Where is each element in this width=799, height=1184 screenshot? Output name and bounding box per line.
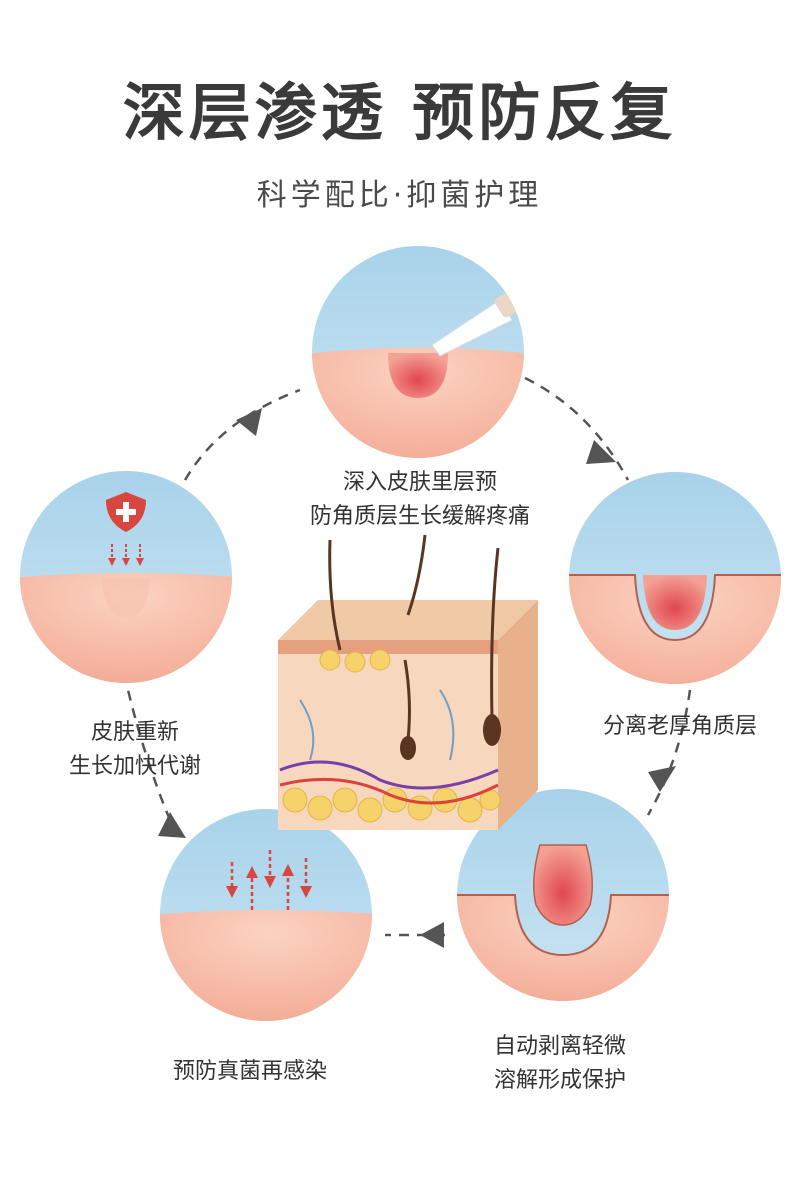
step-1-label: 深入皮肤里层预 防角质层生长缓解疼痛 [309, 470, 530, 529]
step-4-circle [160, 809, 372, 1021]
shield-icon [106, 492, 146, 532]
step-5-circle [20, 471, 232, 683]
page-title: 深层渗透 预防反复 [122, 76, 677, 149]
arrowhead-3 [420, 922, 444, 948]
arrowhead-2 [648, 766, 676, 792]
step-3-label: 自动剥离轻微 溶解形成保护 [493, 1034, 626, 1093]
arrowhead-5 [236, 408, 262, 436]
skin-cross-section-image [278, 534, 538, 830]
step-5-label: 皮肤重新 生长加快代谢 [68, 720, 201, 779]
infection-arrows-icon [226, 850, 312, 910]
arrowhead-4 [158, 812, 186, 838]
down-arrows-icon [108, 544, 144, 566]
step-2-label: 分离老厚角质层 [602, 714, 757, 739]
step-1-circle [312, 246, 524, 458]
cycle-arrowheads [158, 408, 676, 948]
step-4-label: 预防真菌再感染 [172, 1059, 327, 1084]
step-2-circle [569, 472, 781, 684]
arrowhead-1 [586, 440, 616, 464]
page-subtitle: 科学配比·抑菌护理 [256, 178, 543, 213]
